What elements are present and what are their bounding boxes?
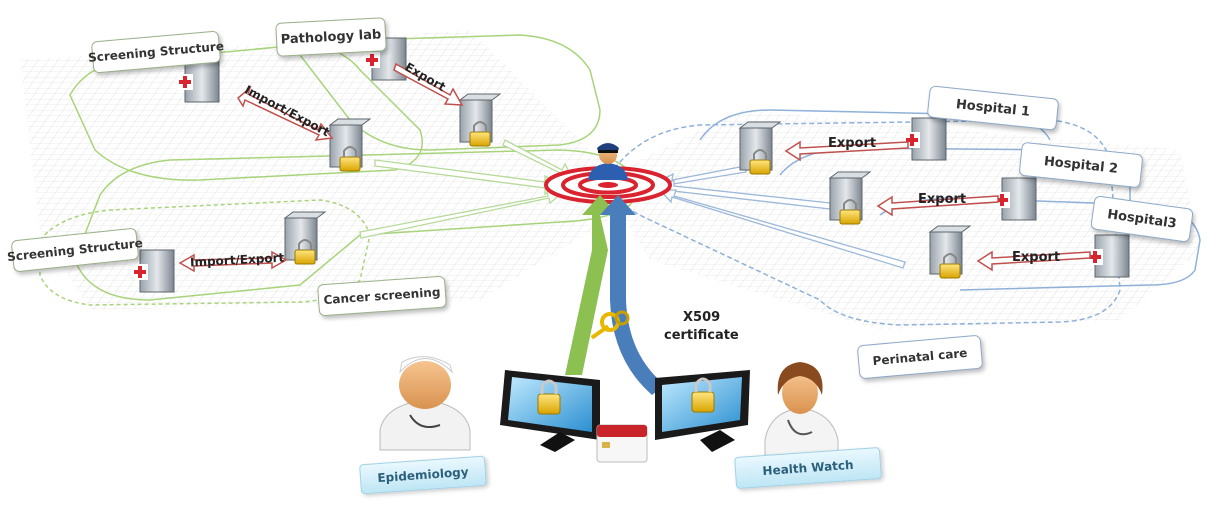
health-watch-avatar xyxy=(764,362,839,456)
certificate-label-line2: certificate xyxy=(664,328,739,343)
key-icon xyxy=(590,310,630,340)
export-arrows xyxy=(178,62,1091,273)
monitor-right xyxy=(655,370,750,452)
export-h1-label: Export xyxy=(828,136,877,151)
monitor-left xyxy=(500,370,600,452)
hospital-buildings xyxy=(132,37,1130,293)
connector-arrows xyxy=(359,139,574,239)
id-card-icon xyxy=(596,424,648,463)
epidemiologist-avatar xyxy=(379,356,471,451)
export-h2-label: Export xyxy=(918,192,967,207)
pathology-lab-label: Pathology lab xyxy=(275,17,387,57)
servers xyxy=(283,93,972,279)
green-access-arrow xyxy=(565,195,618,375)
export-h3-label: Export xyxy=(1012,250,1061,265)
certificate-label-line1: X509 xyxy=(683,310,721,325)
blue-access-arrow xyxy=(600,195,665,395)
officer-icon xyxy=(588,143,628,180)
green-zone-plane xyxy=(20,30,641,310)
